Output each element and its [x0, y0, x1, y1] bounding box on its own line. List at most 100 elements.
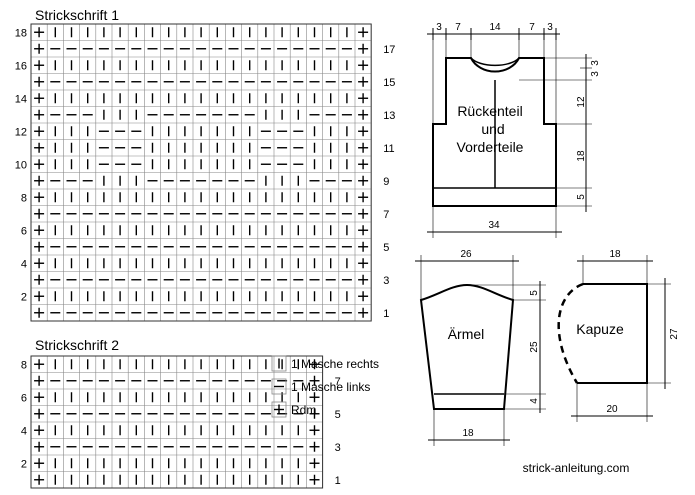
chart1-edge-stitch — [34, 208, 45, 219]
chart1-edge-stitch — [358, 27, 369, 38]
chart1-row-number-left: 4 — [21, 258, 27, 270]
chart1-edge-stitch — [358, 291, 369, 302]
chart2-edge-stitch — [34, 474, 45, 485]
chart1-edge-stitch — [358, 307, 369, 318]
hood-bottom-dim: 20 — [606, 404, 618, 415]
hood-right-dimension — [647, 278, 671, 389]
chart1-row-number-left: 18 — [15, 27, 27, 39]
body-top-dim-3: 14 — [489, 22, 501, 33]
chart1-row-number-right: 13 — [383, 110, 395, 122]
chart2-edge-stitch — [309, 392, 320, 403]
legend-item: 1 Masche rechts — [271, 355, 379, 372]
chart1-frame — [30, 23, 372, 322]
chart1-edge-stitch — [34, 307, 45, 318]
chart1-edge-stitch — [34, 291, 45, 302]
sleeve-right-dim-2: 25 — [529, 341, 540, 353]
chart1-row-number-right: 3 — [383, 275, 389, 287]
body-top-dim-4: 7 — [529, 22, 535, 33]
chart1-edge-stitch — [358, 142, 369, 153]
chart1-edge-stitch — [34, 27, 45, 38]
chart2-edge-stitch — [34, 359, 45, 370]
hood-label: Kapuze — [576, 321, 624, 337]
sleeve-right-dimension — [467, 281, 546, 413]
sleeve-piece-schematic: Ärmel 26 5 25 4 18 — [415, 249, 546, 446]
chart2-edge-stitch — [34, 392, 45, 403]
body-right-dim-5: 5 — [576, 194, 587, 200]
chart1-edge-stitch — [34, 274, 45, 285]
chart2-edge-stitch — [309, 474, 320, 485]
chart1-edge-stitch — [34, 241, 45, 252]
chart2-edge-stitch — [34, 408, 45, 419]
sleeve-label: Ärmel — [448, 326, 485, 342]
chart1-edge-stitch — [34, 258, 45, 269]
body-right-dim-2: 3 — [590, 71, 601, 77]
chart1-edge-stitch — [34, 109, 45, 120]
sleeve-outline — [419, 283, 515, 410]
body-top-dimension — [427, 28, 560, 124]
chart1-edge-stitch — [358, 225, 369, 236]
chart1-edge-stitch — [34, 93, 45, 104]
chart1-edge-stitch — [358, 175, 369, 186]
chart1-edge-stitch — [358, 43, 369, 54]
chart1-edge-stitch — [358, 274, 369, 285]
hood-right-dim: 27 — [669, 328, 680, 340]
body-label-line-2: und — [481, 121, 504, 137]
chart2-edge-stitch — [309, 408, 320, 419]
chart2-edge-stitch — [309, 458, 320, 469]
chart1-edge-stitch — [358, 109, 369, 120]
sleeve-bottom-dim: 18 — [462, 428, 474, 439]
sleeve-top-dim: 26 — [460, 249, 472, 260]
neck-back-line — [470, 57, 520, 67]
chart2-title: Strickschrift 2 — [35, 337, 119, 353]
chart1-row-number-right: 15 — [383, 77, 395, 89]
chart2-frame — [30, 355, 324, 489]
chart2-edge-stitch — [309, 425, 320, 436]
chart2-row-number-right: 1 — [335, 475, 341, 487]
body-top-dim-1: 3 — [436, 22, 442, 33]
chart2-row-number-right: 7 — [335, 376, 341, 388]
chart1-edge-stitch — [358, 208, 369, 219]
chart1-edge-stitch — [34, 60, 45, 71]
chart2-edge-stitch — [309, 375, 320, 386]
body-right-dimension — [519, 54, 592, 212]
chart1-row-number-left: 6 — [21, 225, 27, 237]
sleeve-bottom-dimension — [428, 409, 510, 446]
chart1-edge-stitch — [358, 258, 369, 269]
body-right-dim-1: 3 — [590, 60, 601, 66]
body-top-dim-2: 7 — [455, 22, 461, 33]
chart1-edge-stitch — [34, 159, 45, 170]
chart1-row-number-right: 5 — [383, 242, 389, 254]
legend-item: Rdm — [271, 401, 316, 418]
chart1-row-number-right: 1 — [383, 308, 389, 320]
chart1-row-number-left: 14 — [15, 93, 27, 105]
sleeve-right-dim-3: 4 — [529, 398, 540, 404]
legend-label: 1 Masche rechts — [291, 357, 379, 371]
chart1-row-number-left: 10 — [15, 159, 27, 171]
chart1-row-number-right: 17 — [383, 44, 395, 56]
chart1-row-number-right: 11 — [383, 143, 394, 155]
legend-swatch — [271, 401, 287, 418]
chart2-edge-stitch — [34, 441, 45, 452]
chart1-edge-stitch — [34, 43, 45, 54]
sleeve-top-dimension — [415, 255, 519, 300]
chart1-edge-stitch — [34, 126, 45, 137]
chart1-edge-stitch — [358, 93, 369, 104]
chart1-row-number-left: 16 — [15, 60, 27, 72]
chart2-edge-stitch — [34, 458, 45, 469]
chart1-edge-stitch — [34, 142, 45, 153]
body-bottom-dim: 34 — [488, 220, 500, 231]
legend-swatch — [271, 378, 287, 395]
legend-label: 1 Masche links — [291, 380, 370, 394]
legend-label: Rdm — [291, 403, 316, 417]
chart2-row-number-left: 2 — [21, 458, 27, 470]
chart1-title: Strickschrift 1 — [35, 7, 119, 23]
site-footer: strick-anleitung.com — [523, 461, 630, 475]
chart1-edge-stitch — [358, 241, 369, 252]
chart2-row-number-left: 6 — [21, 392, 27, 404]
legend-symbol — [274, 404, 284, 415]
legend-item: 1 Masche links — [271, 378, 370, 395]
hood-top-dimension — [577, 255, 653, 284]
